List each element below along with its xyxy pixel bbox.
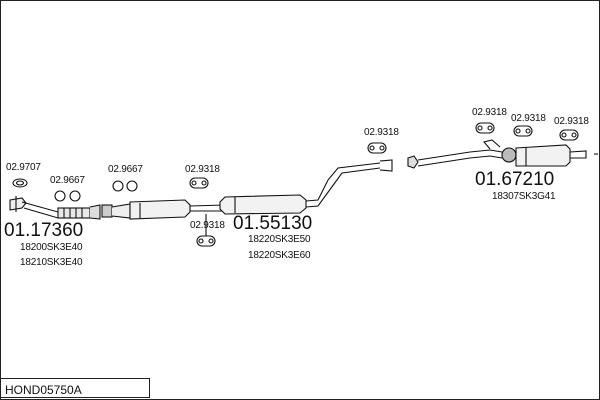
hanger-5-label: 02.9318 [511,113,546,124]
front-pipe-part-number: 01.17360 [4,220,84,241]
hanger-3-label: 02.9318 [364,127,399,138]
hanger-6-label: 02.9318 [554,116,589,127]
clamp-2-icon [112,180,138,192]
rear-silencer-drawing [407,139,598,169]
hanger-1-label: 02.9318 [185,164,220,175]
reference-code: HOND05750A [5,383,82,397]
front-pipe-oem-1: 18200SK3E40 [20,242,83,253]
hanger-4-icon [475,122,495,134]
clamp-2-label: 02.9667 [108,164,143,175]
center-section-drawing [101,159,393,220]
hanger-4-label: 02.9318 [472,107,507,118]
hanger-6-icon [559,129,579,141]
hanger-2-icon [196,214,216,247]
rear-silencer-part-number: 01.67210 [475,169,555,190]
front-pipe-drawing [9,196,101,220]
hanger-1-icon [189,177,209,189]
hanger-2-label: 02.9318 [190,220,225,231]
front-pipe-oem-2: 18210SK3E40 [20,257,83,268]
center-section-part-number: 01.55130 [233,213,313,234]
reference-box: HOND05750A [0,378,150,398]
center-section-oem-2: 18220SK3E60 [248,250,311,261]
gasket-front-label: 02.9707 [6,162,41,173]
rear-silencer-oem-1: 18307SK3G41 [492,191,556,202]
gasket-front-icon [12,178,28,188]
clamp-1-label: 02.9667 [50,175,85,186]
center-section-oem-1: 18220SK3E50 [248,234,311,245]
clamp-1-icon [54,190,81,202]
hanger-5-icon [513,125,533,137]
hanger-3-icon [367,142,387,154]
